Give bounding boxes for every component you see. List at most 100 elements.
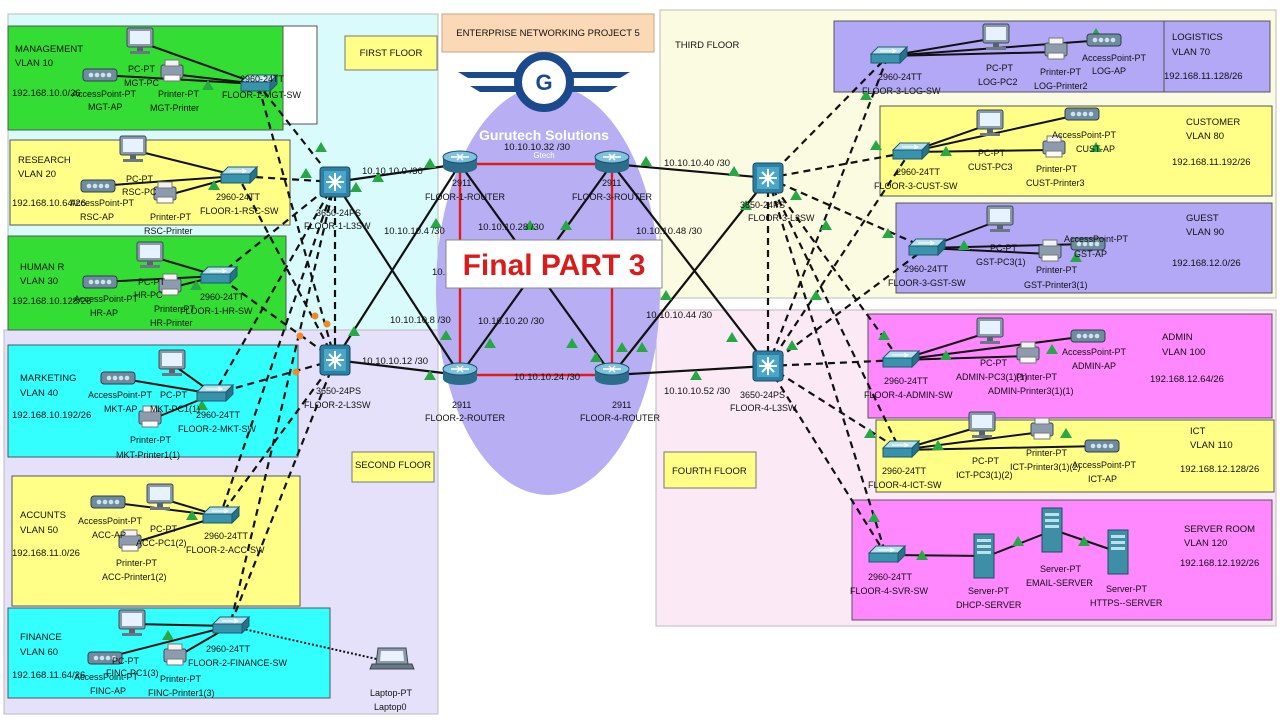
link-l4: 10.10.10.12 /30: [362, 356, 428, 367]
cust-sw-model: 2960-24TT: [896, 167, 941, 177]
cust-printer-label: CUST-Printer3: [1026, 178, 1085, 188]
finc-sw-label: FLOOR-2-FINANCE-SW: [188, 658, 288, 668]
mkt-ap-label: MKT-AP: [104, 404, 138, 414]
link-l6: 10.10.10.24 /30: [514, 372, 580, 383]
gst-sw-label: FLOOR-3-GST-SW: [888, 278, 966, 288]
mgt-sw-label: FLOOR-1-MGT-SW: [222, 90, 302, 100]
finc-printer-model: Printer-PT: [160, 674, 202, 684]
floor3-device-labels: 2960-24TT FLOOR-3-LOG-SW PC-PT LOG-PC2 P…: [862, 53, 1147, 290]
gst-ap-label: GST-AP: [1074, 249, 1107, 259]
hr-pc-label: HR-PC: [134, 290, 163, 300]
admin-printer-model: Printer-PT: [1016, 372, 1058, 382]
vlan-acc-subnet: 192.168.11.0/26: [12, 548, 80, 559]
laptop-model: Laptop-PT: [370, 688, 413, 698]
log-sw-label: FLOOR-3-LOG-SW: [862, 86, 941, 96]
ict-ap-label: ICT-AP: [1088, 474, 1117, 484]
l3switch-floor-1[interactable]: [319, 166, 351, 198]
log-ap-label: LOG-AP: [1092, 66, 1126, 76]
admin-pc-model: PC-PT: [980, 358, 1008, 368]
gst-ap-model: AccessPoint-PT: [1064, 234, 1129, 244]
final-part-title: Final PART 3: [463, 249, 646, 282]
log-printer-label: LOG-Printer2: [1034, 81, 1088, 91]
cust-ap-model: AccessPoint-PT: [1052, 130, 1117, 140]
link-indicators: [162, 28, 1102, 640]
link-l11: 10.10.10.48 /30: [636, 226, 702, 237]
vlan-hr-name: HUMAN R: [20, 262, 64, 273]
router-floor-4[interactable]: [594, 362, 630, 386]
vlan-admin-subnet: 192.168.12.64/26: [1150, 374, 1224, 385]
vlan-log-name: LOGISTICS: [1172, 32, 1223, 43]
link-l9: 10.10.10.40 /30: [664, 158, 730, 169]
floor4-device-labels: 2960-24TT FLOOR-4-ADMIN-SW PC-PT ADMIN-P…: [850, 347, 1163, 610]
l3switch-floor-2[interactable]: [319, 344, 351, 376]
r2-model: 2911: [452, 400, 471, 410]
hr-sw-model: 2960-24TT: [200, 292, 245, 302]
link-l5: 10.10.10.20 /30: [478, 316, 544, 327]
log-sw-model: 2960-24TT: [878, 72, 923, 82]
l3-f1-model: 3650-24PS: [316, 208, 361, 218]
rsc-sw-label: FLOOR-1-RSC-SW: [200, 206, 279, 216]
svr-sw-label: FLOOR-4-SVR-SW: [850, 586, 929, 596]
link-l3: 10.10.10.8 /30: [390, 315, 451, 326]
router-floor-2[interactable]: [442, 362, 478, 386]
log-pc-label: LOG-PC2: [978, 77, 1018, 87]
gst-pc-label: GST-PC3(1): [976, 257, 1026, 267]
l3switch-floor-3[interactable]: [752, 162, 784, 194]
l3-f4-name: FLOOR-4-L3SW: [730, 403, 797, 413]
rsc-sw-model: 2960-24TT: [216, 192, 261, 202]
admin-ap-model: AccessPoint-PT: [1062, 347, 1127, 357]
laptop-label: Laptop0: [374, 702, 407, 712]
mgt-ap-model: AccessPoint-PT: [72, 89, 137, 99]
final-part-banner: Final PART 3: [445, 239, 663, 289]
vlan-log-subnet: 192.168.11.128/26: [1164, 71, 1243, 82]
mkt-sw-model: 2960-24TT: [196, 410, 241, 420]
link-l12: 10.10.10.52 /30: [664, 386, 730, 397]
floor-1-label: FIRST FLOOR: [360, 48, 423, 59]
hr-printer-label: HR-Printer: [150, 318, 193, 328]
vlan-ict-name: ICT: [1190, 426, 1206, 437]
ict-printer-model: Printer-PT: [1026, 448, 1068, 458]
link-l13: 10.: [432, 267, 445, 278]
floor-label-boxes: [344, 13, 757, 489]
gst-printer-model: Printer-PT: [1036, 265, 1078, 275]
floor-4-label: FOURTH FLOOR: [672, 466, 747, 477]
cust-sw-label: FLOOR-3-CUST-SW: [874, 181, 958, 191]
log-printer-model: Printer-PT: [1040, 67, 1082, 77]
floor-2-label: SECOND FLOOR: [355, 460, 431, 471]
gst-printer-label: GST-Printer3(1): [1024, 280, 1088, 290]
brand-name: Gurutech Solutions: [479, 127, 609, 143]
rsc-pc-model: PC-PT: [126, 174, 154, 184]
rsc-ap-model: AccessPoint-PT: [70, 198, 135, 208]
rsc-pc-label: RSC-PC: [122, 187, 157, 197]
email-srv-label: EMAIL-SERVER: [1026, 578, 1093, 588]
acc-printer-label: ACC-Printer1(2): [102, 572, 167, 582]
l3-f2-model: 3650-24PS: [316, 386, 361, 396]
vlan-cust-name: CUSTOMER: [1186, 117, 1240, 128]
vlan-hr-id: VLAN 30: [20, 276, 58, 287]
hr-printer-model: Printer-PT: [154, 304, 196, 314]
vlan-mgt-subnet: 192.168.10.0/26: [12, 88, 81, 99]
link-l10: 10.10.10.44 /30: [646, 310, 712, 321]
admin-sw-label: FLOOR-4-ADMIN-SW: [864, 390, 953, 400]
gst-pc-model: PC-PT: [990, 243, 1018, 253]
finc-pc-model: PC-PT: [112, 656, 140, 666]
r4-model: 2911: [612, 400, 631, 410]
mgt-printer-model: Printer-PT: [158, 89, 200, 99]
acc-ap-label: ACC-AP: [92, 530, 126, 540]
project-title: ENTERPRISE NETWORKING PROJECT 5: [456, 28, 640, 39]
router-floor-3[interactable]: [594, 150, 630, 174]
l3switch-floor-4[interactable]: [752, 350, 784, 382]
https-srv-label: HTTPS--SERVER: [1090, 598, 1163, 608]
hr-sw-label: FLOOR-1-HR-SW: [180, 306, 253, 316]
vlan-admin-name: ADMIN: [1162, 332, 1193, 343]
finc-pc-label: FINC-PC1(3): [106, 668, 159, 678]
log-pc-model: PC-PT: [986, 63, 1014, 73]
vlan-mgt-id: VLAN 10: [15, 58, 53, 69]
mgt-sw-model: 2960-24TT: [240, 74, 285, 84]
link-subnet-labels: 10.10.10.0 /30 10.10.10.4 /30 10.10.10.8…: [362, 142, 730, 397]
mgt-pc-label: MGT-PC: [124, 78, 159, 88]
vlan-finc-id: VLAN 60: [20, 647, 58, 658]
router-floor-1[interactable]: [442, 150, 478, 174]
https-srv-model: Server-PT: [1106, 584, 1148, 594]
l3-f4-model: 3650-24PS: [740, 390, 785, 400]
